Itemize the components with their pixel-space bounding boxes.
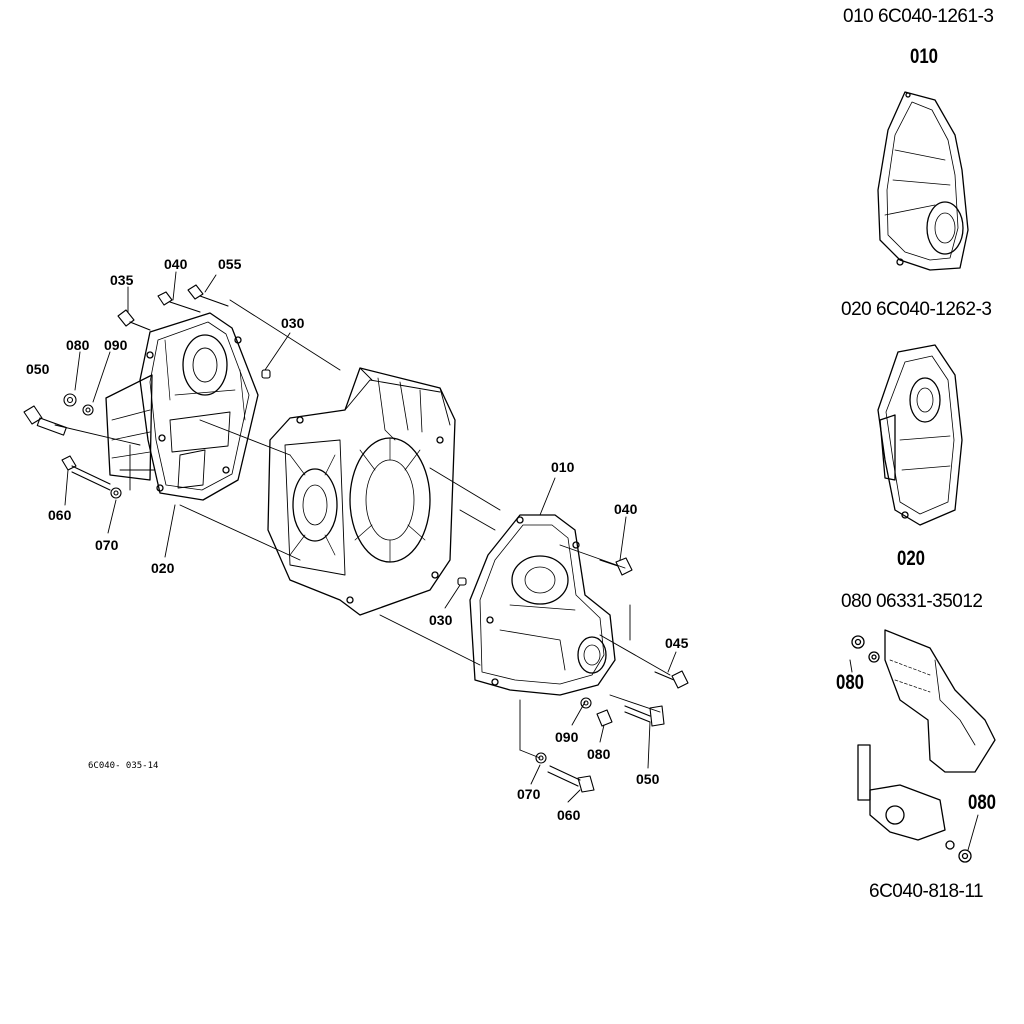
right-fasteners-drawing — [458, 558, 688, 792]
detail-080-footer: 6C040-818-11 — [869, 881, 984, 902]
callout-090-right: 090 — [555, 729, 579, 745]
callout-080-right: 080 — [587, 746, 611, 762]
callout-040-right: 040 — [614, 501, 638, 517]
detail-080-header: 080 06331-35012 — [841, 591, 983, 612]
callout-070-left: 070 — [95, 537, 119, 553]
part-020-cover-drawing — [106, 313, 258, 500]
detail-010-header: 010 6C040-1261-3 — [843, 6, 994, 27]
callout-035: 035 — [110, 272, 134, 288]
callout-050-right: 050 — [636, 771, 660, 787]
callout-060-left: 060 — [48, 507, 72, 523]
callout-050-left: 050 — [26, 361, 50, 377]
callout-030-mid: 030 — [429, 612, 453, 628]
center-housing-drawing — [268, 368, 455, 615]
detail-080-number-a: 080 — [836, 671, 865, 694]
callout-030-top: 030 — [281, 315, 305, 331]
left-fasteners-drawing — [24, 285, 270, 498]
callout-020: 020 — [151, 560, 175, 576]
detail-080-drawing — [850, 630, 995, 862]
detail-010-drawing — [878, 92, 968, 270]
callout-040-left: 040 — [164, 256, 188, 272]
detail-020-number: 020 — [897, 547, 926, 570]
callout-080-left: 080 — [66, 337, 90, 353]
callout-045: 045 — [665, 635, 689, 651]
callout-090-left: 090 — [104, 337, 128, 353]
callout-070-right: 070 — [517, 786, 541, 802]
part-010-cover-drawing — [470, 515, 615, 695]
leader-lines — [55, 272, 676, 802]
detail-080-number-b: 080 — [968, 791, 997, 814]
detail-020-header: 020 6C040-1262-3 — [841, 299, 992, 320]
drawing-code: 6C040- 035-14 — [88, 761, 159, 771]
callout-010: 010 — [551, 459, 575, 475]
detail-010-number: 010 — [910, 45, 939, 68]
detail-020-drawing — [878, 345, 962, 525]
callout-055: 055 — [218, 256, 242, 272]
callout-060-right: 060 — [557, 807, 581, 823]
